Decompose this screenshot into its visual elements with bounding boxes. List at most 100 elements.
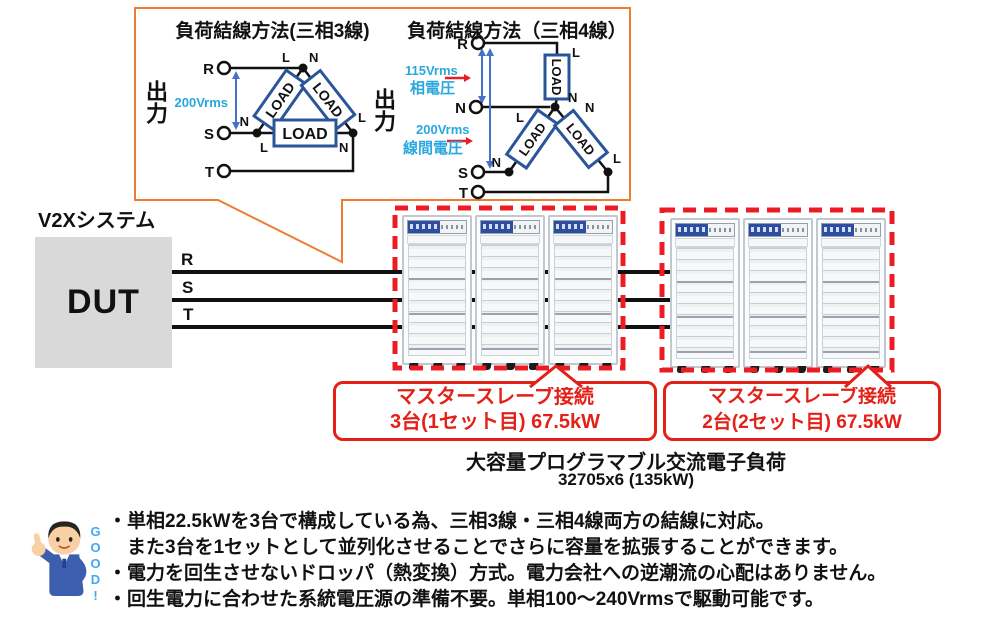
load-box: LOAD [272,118,338,148]
three-wire-ln-labels: L N N L N L 200Vrms [175,50,367,155]
terminal-label-s: S [458,165,468,182]
callout-bubble [134,7,631,264]
terminal-label-r: R [457,36,468,53]
mascot-smile [58,545,71,549]
mascot-hair [48,521,81,539]
load-rack [402,215,472,370]
load-rack [816,218,886,373]
phase-voltage-label: 相電圧 [410,79,455,97]
rack-drawer [675,238,735,247]
four-wire-terminal-labels: R N S T [455,36,468,202]
rack-drawer [480,235,540,244]
v2x-system-label: V2Xシステム [38,210,156,232]
four-wire-terminals [468,35,613,200]
l-label: L [613,151,621,166]
rack-control-panel [748,223,808,237]
rack-modules [749,247,807,359]
load-bank-model: 32705x6 (135kW) [557,470,695,489]
rack-modules [554,244,612,356]
l-label: L [282,50,290,65]
four-wire-voltage-labels: 115Vrms 相電圧 200Vrms 線間電圧 [403,63,470,157]
n-label: N [240,114,249,129]
load-box: LOAD [252,68,308,132]
mascot-eye [56,537,60,542]
note-line: ・電力を回生させないドロッパ（熱変換）方式。電力会社への逆潮流の心配はありません… [108,563,887,584]
load-rack [475,215,545,370]
set2-caption: マスタースレーブ接続 2台(2セット目) 67.5kW [663,381,941,441]
rack-casters [408,363,466,370]
n-label: N [339,140,348,155]
n-label: N [585,100,594,115]
load-bank-title: 大容量プログラマブル交流電子負荷 [466,452,786,474]
phase-voltage-value: 115Vrms [405,63,458,78]
dut-box: DUT [35,237,172,368]
phase-label-s: S [182,278,194,297]
n-label: N [492,155,501,170]
rack-group-1 [402,215,618,370]
l-label: L [358,110,366,125]
phase-label-r: R [181,250,194,269]
rack-casters [554,363,612,370]
rack-control-panel [675,223,735,237]
load-box: LOAD [543,53,571,101]
rack-drawer [748,238,808,247]
red-pointer-arrows [445,74,473,145]
set2-caption-line1: マスタースレーブ接続 [708,386,896,407]
rack-casters [676,366,734,373]
terminal-label-s: S [204,126,214,143]
four-wire-title: 負荷結線方法（三相4線） [407,21,627,42]
rack-modules [481,244,539,356]
l-label: L [516,110,524,125]
line-voltage-label: 線間電圧 [403,139,463,157]
set1-caption-line1: マスタースレーブ接続 [396,386,594,408]
note-line: ・回生電力に合わせた系統電圧源の準備不要。単相100〜240Vrmsで駆動可能で… [108,589,824,610]
terminal-label-r: R [203,61,214,78]
terminal-label-n: N [455,100,466,117]
mascot-body [49,554,84,596]
note-line: ・単相22.5kWを3台で構成している為、三相3線・三相4線両方の結線に対応。 [108,511,775,532]
rack-modules [676,247,734,359]
mascot-thumbs-up [31,521,87,596]
rack-control-panel [480,220,540,234]
dut-label: DUT [67,283,140,321]
n-label: N [568,90,577,105]
set2-caption-line2: 2台(2セット目) 67.5kW [702,412,902,433]
mascot-good-text: GOOD! [88,524,103,604]
rack-drawer [821,238,881,247]
mascot-fist [31,542,46,556]
set1-caption: マスタースレーブ接続 3台(1セット目) 67.5kW [333,381,657,441]
l-label: L [572,45,580,60]
rack-casters [481,363,539,370]
load-rack [670,218,740,373]
terminal-label-t: T [205,164,214,181]
terminal-label-t: T [459,185,468,202]
load-label: LOAD [282,126,327,143]
four-wire-ln-labels: L N N L N L [492,45,621,170]
rack-drawer [553,235,613,244]
three-wire-title: 負荷結線方法(三相3線) [175,21,370,42]
rack-modules [822,247,880,359]
rack-drawer [407,235,467,244]
three-wire-terminals [216,60,358,179]
rack-modules [408,244,466,356]
load-rack [743,218,813,373]
line-voltage-label: 200Vrms [175,95,229,110]
load-rack [548,215,618,370]
mascot-arm2 [73,557,87,584]
note-line: また3台を1セットとして並列化させることでさらに容量を拡張することができます。 [108,537,849,558]
load-label: LOAD [549,59,564,96]
n-label: N [309,50,318,65]
phase-label-t: T [183,305,194,324]
mascot-eye [68,537,73,542]
feature-notes: ・単相22.5kWを3台で構成している為、三相3線・三相4線両方の結線に対応。 … [108,509,993,613]
three-wire-voltage-arrow [232,71,240,130]
rack-control-panel [553,220,613,234]
rack-control-panel [821,223,881,237]
three-wire-labels: R S T [203,61,214,181]
rack-casters [822,366,880,373]
mascot-tie [62,558,67,569]
line-voltage-value: 200Vrms [416,122,470,137]
rack-control-panel [407,220,467,234]
